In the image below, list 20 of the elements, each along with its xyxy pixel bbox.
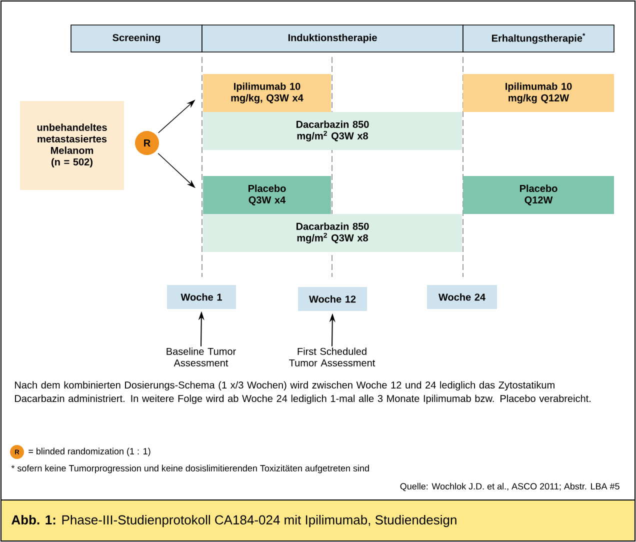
assessment-text: First Scheduled Tumor Assessment (289, 348, 376, 366)
treatment-box: Dacarbazin 850 mg/m$^{2}$ Q3W x8 (203, 214, 462, 252)
week-box: Woche 12 (298, 287, 367, 311)
phase-header: Erhaltungstherapie$^{*}$ (462, 24, 614, 52)
treatment-box: Ipilimumab 10 mg/kg Q12W (463, 74, 614, 112)
week-box: Woche 1 (167, 285, 236, 309)
phase-header: Induktionstherapie (202, 24, 464, 52)
treatment-box: Placebo Q3W x4 (203, 176, 331, 214)
caption: Abb. 1: Phase-III-Studienprotokoll CA184-024 mit Ipilimumab, Studiendesign (12, 514, 456, 528)
treatment-box: Ipilimumab 10 mg/kg, Q3W x4 (203, 74, 331, 112)
footnote: * sofern keine Tumorprogression und keine dosislimitierenden Toxizitäten aufgetreten sind (11, 464, 369, 474)
week-box: Woche 24 (427, 285, 497, 309)
treatment-box: Placebo Q12W (463, 176, 614, 214)
phase-header: Screening (70, 24, 202, 52)
legend-text: = blinded randomization (1 : 1) (28, 448, 150, 456)
population-box: unbehandeltes metastasiertes Melanom (n = 502) (20, 101, 124, 190)
source-note: Quelle: Wochlok J.D. et al., ASCO 2011; Abstr. LBA #5 (400, 482, 620, 492)
assessment-text: Baseline Tumor Assessment (166, 348, 236, 366)
note-text: Nach dem kombinierten Dosierungs-Schema (1 x/3 Wochen) wird zwischen Woche 12 und 24 lediglich das Zytostatikum Dacarbazin administriert. In weitere Folge wird ab Woche 24 lediglich 1-mal alle 3 Monate Ipilimumab bzw. Placebo verabreicht. (15, 381, 590, 404)
treatment-box: Dacarbazin 850 mg/m$^{2}$ Q3W x8 (203, 112, 462, 150)
